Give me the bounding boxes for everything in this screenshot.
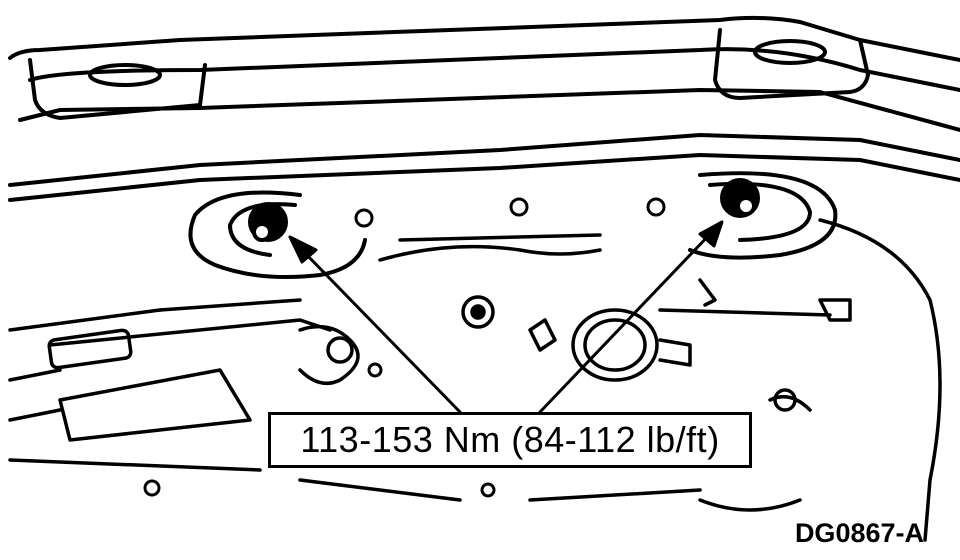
- torque-spec-callout: 113-153 Nm (84-112 lb/ft): [268, 412, 752, 468]
- figure-id: DG0867-A: [794, 518, 924, 548]
- left-mount: [188, 190, 367, 280]
- right-mount: [688, 171, 838, 260]
- engine-components: [8, 218, 942, 542]
- crossmember: [8, 15, 960, 202]
- leader-arrows: [288, 220, 724, 414]
- mounting-holes: [143, 197, 666, 498]
